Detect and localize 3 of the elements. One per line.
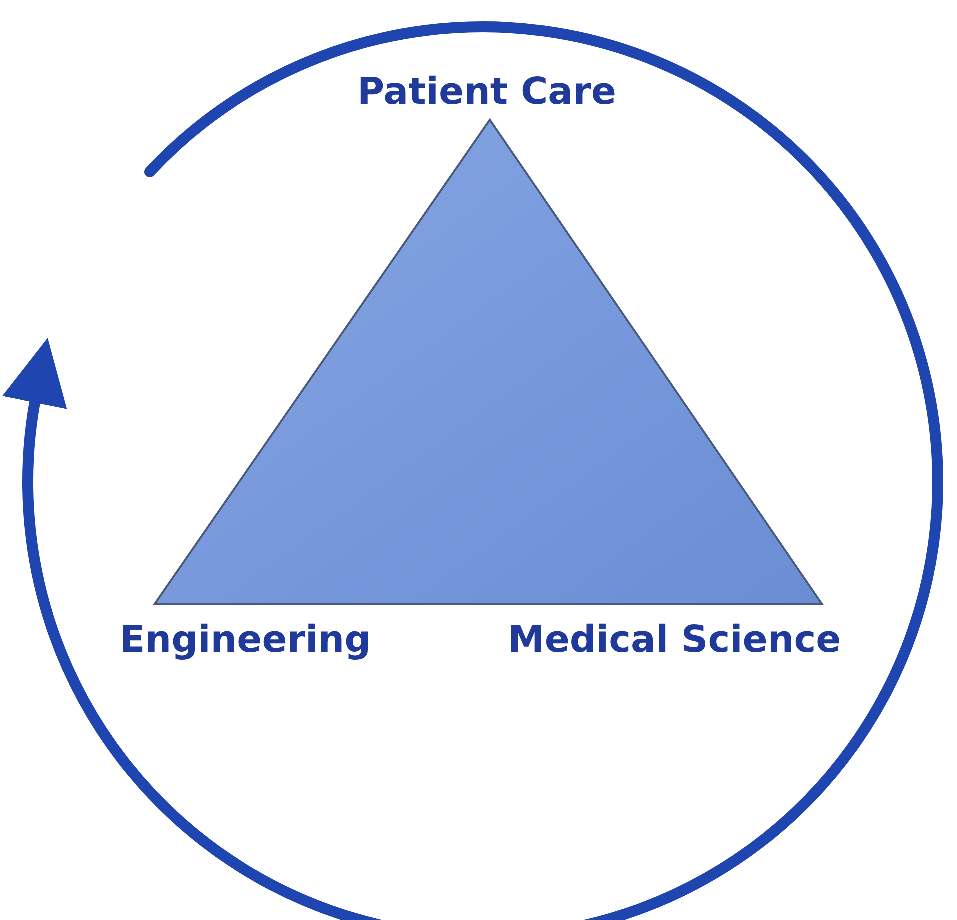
corner-label: Patient Care: [358, 72, 616, 113]
corner-label: Medical Science: [508, 620, 842, 661]
corner-label: Engineering: [120, 620, 372, 661]
